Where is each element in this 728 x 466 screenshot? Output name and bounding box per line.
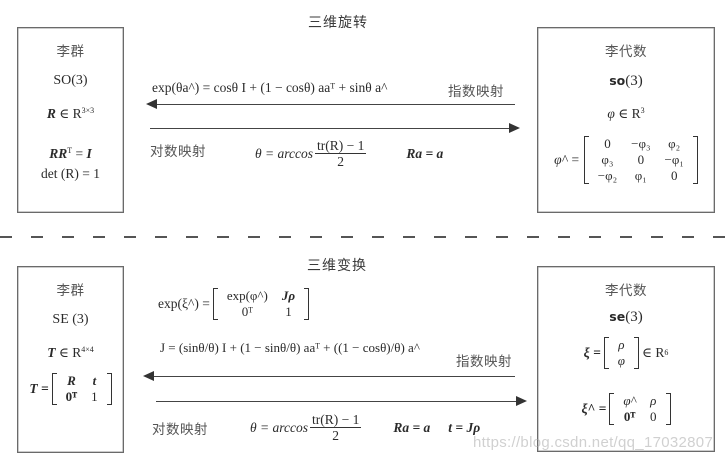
so3-orthogonality-constraint: RRT = I (49, 146, 92, 161)
watermark-url: https://blog.csdn.net/qq_17032807 (473, 434, 714, 451)
so3-algebra-name: so(3) (609, 73, 643, 89)
so3-lie-group-box: 李群 SO(3) R ∈ R3×3 RRT = I det (R) = 1 (17, 27, 124, 213)
arrow-head-left-icon (143, 371, 154, 381)
exp-map-label: 指数映射 (448, 84, 504, 100)
so3-name: SO(3) (53, 73, 88, 88)
transform-section-title: 三维变换 (307, 258, 367, 274)
lie-algebra-label: 李代数 (605, 283, 647, 299)
arrow-head-left-icon (146, 99, 157, 109)
log-map-arrow (150, 123, 520, 133)
log-map-label: 对数映射 (152, 422, 208, 438)
lie-algebra-label: 李代数 (605, 44, 647, 60)
section-divider-dashed-line (0, 236, 728, 238)
rotation-axis-equation: Ra = a (393, 419, 431, 435)
se3-algebra-name: se(3) (609, 309, 643, 325)
rotation-axis-equation: Ra = a (406, 145, 444, 161)
lie-group-label: 李群 (56, 283, 85, 299)
arrow-head-right-icon (509, 123, 520, 133)
se3-name: SE (3) (52, 312, 89, 327)
phi-membership: φ ∈ R3 (607, 106, 645, 121)
exp-map-arrow (143, 371, 515, 381)
exp-map-label: 指数映射 (456, 354, 512, 370)
arrow-head-right-icon (516, 396, 527, 406)
left-jacobian-formula: J = (sinθ/θ) I + (1 − sinθ/θ) aaᵀ + ((1 … (160, 340, 420, 355)
lie-group-label: 李群 (56, 44, 85, 60)
translation-equation: t = Jρ (448, 419, 481, 435)
so3-exp-map-formula: exp(θa^) = cosθ I + (1 − cosθ) aaᵀ + sin… (152, 80, 388, 95)
so3-membership: R ∈ R3×3 (46, 106, 95, 121)
so3-determinant-constraint: det (R) = 1 (41, 166, 100, 181)
rotation-section-title: 三维旋转 (308, 15, 368, 31)
log-map-label: 对数映射 (150, 144, 206, 160)
se3-membership: T ∈ R4×4 (47, 345, 94, 360)
exp-map-arrow (146, 99, 515, 109)
log-map-arrow (156, 396, 527, 406)
